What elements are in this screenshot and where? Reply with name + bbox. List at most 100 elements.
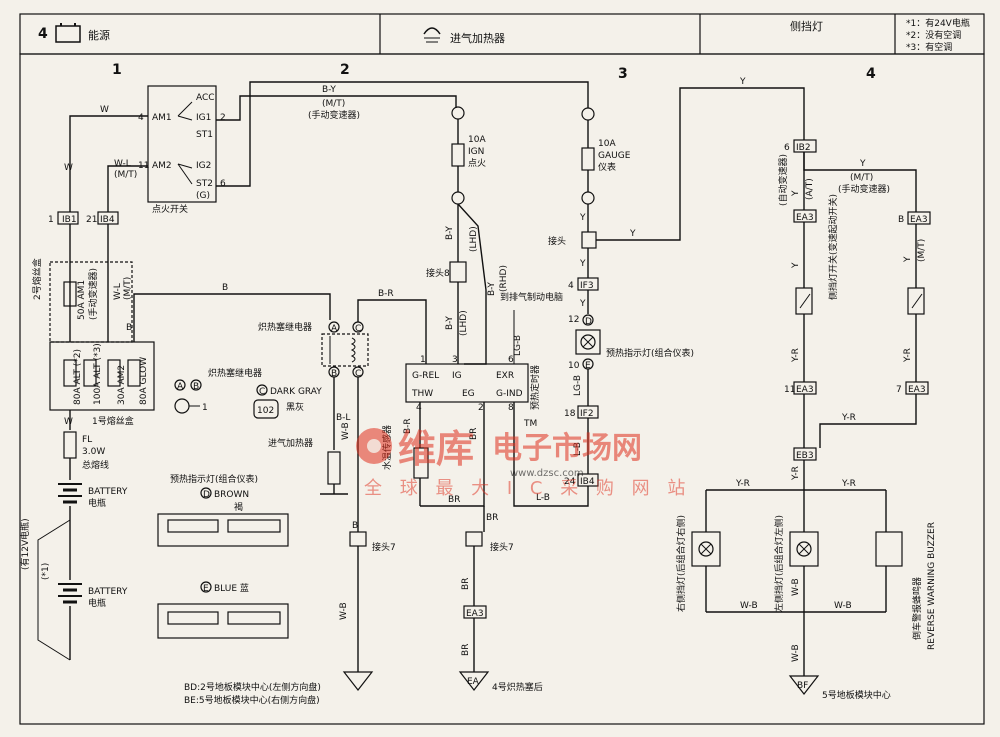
pin-number-4: 4 [138,113,144,123]
connector-if2-pin: 18 [564,409,576,419]
wire-label-w-3: W [64,417,73,427]
wire-label-by-2: B-Y [487,282,497,296]
side-lamp-switch-label: 侧挡灯开关(变速起动开关) [827,194,839,300]
fuse-box-1-label: 1号熔丝盒 [92,415,134,427]
battery-1-label: BATTERY [88,487,128,497]
ground-bd-note: BD:2号地板模块中心(左侧方向盘) [184,681,321,693]
fuse-fl: FL [82,435,92,445]
battery-1: BATTERY 电瓶 [58,483,128,509]
column-2: 2 [340,62,350,78]
joint8-label: 接头8 [426,267,450,279]
connector-ib4-b-pin: 24 [564,477,576,487]
wire-label-y-6: Y [859,159,866,169]
manual-label: (手动变速器) [838,183,890,195]
wire-label-br-5: BR [486,513,498,523]
fuse-alt-2: 80A ALT (*2) [73,349,83,405]
wire-label-wb-1: W-B [341,422,351,440]
wire-label-rhd: (RHD) [499,265,509,292]
ignition-switch: ACC IG1 ST1 IG2 ST2 AM1 AM2 (G) 点火开关 4 2… [138,85,226,215]
fuse-box-2: 2号熔丝盒 50A AM1 (手动变速器) W-L (M/T) [31,224,133,343]
connector-ib4: IB4 [100,215,115,225]
ground-ea-label: 4号炽热塞后 [492,681,543,693]
wire-label-y-5: Y [579,299,586,309]
pin-st2: ST2 [196,179,213,189]
header-side-lamp-label: 侧挡灯 [790,19,823,33]
legend-pin-b: B [193,382,199,392]
connector-ib1-pin: 1 [48,215,54,225]
wire-label-br-3: BR [469,428,479,440]
relay-legend: A B 炽热塞继电器 1 C DARK GRAY 102 黑灰 [174,367,322,419]
legend-pin-a: A [177,382,184,392]
intake-heater-label: 进气加热器 [268,437,313,449]
diagram-frame [19,53,985,725]
wire-label-yr-2: Y-R [903,348,913,363]
connector-ea3-3: EA3 [910,215,928,225]
preheat-lamp-connector-e: E BLUE 蓝 [157,581,289,639]
column-4: 4 [866,66,876,82]
connector-if3: IF3 [580,281,594,291]
wire-label-y-4: Y [579,259,586,269]
watermark: 维库 电子市场网 TM www.dzsc.com 全 球 最 大 I C 采 购… [356,419,691,499]
wire-label-br-7: BR [461,644,471,656]
wire-label-bl: B-L [336,413,350,423]
fuse-ign-rating: 10A [468,135,486,145]
dark-gray-label: DARK GRAY [270,387,322,397]
legend-pin-c: C [259,387,265,397]
glow-relay: 炽热塞继电器 A C B C [258,321,369,379]
note1-label: (*1) [41,563,51,580]
watermark-url: www.dzsc.com [510,468,584,479]
buzzer-cn-label: 倒车警报蜂鸣器 [911,577,923,640]
wire-label-by-top: B-Y [322,85,336,95]
timer-num-8: 8 [508,403,514,413]
header: 4 能源 进气加热器 侧挡灯 *1：有24V电瓶 *2：没有空调 *3：有空调 [19,13,985,55]
reverse-buzzer: 倒车警报蜂鸣器 REVERSE WARNING BUZZER [875,522,937,650]
wire-label-y-1: Y [579,213,586,223]
lamp-pin-e: E [585,361,591,371]
fuse-gauge-rating: 10A [598,139,616,149]
timer-pin-gind: G-IND [496,389,523,399]
fuse-ign-label: 点火 [468,158,486,169]
pin-am1: AM1 [152,113,172,123]
pin-number-6: 6 [220,179,226,189]
connector-ea3-4: EA3 [796,385,814,395]
ground-be-note: BE:5号地板模块中心(右侧方向盘) [184,694,320,706]
pin-number-2: 2 [220,113,226,123]
connector-ib4-b: IB4 [580,477,595,487]
timer-num-1: 1 [420,355,426,365]
lamp-pin-10: 10 [568,361,580,371]
wire-label-b-top: B [222,283,228,293]
auto-label: (自动变速器) [777,154,789,206]
dark-gray-cn-label: 黑灰 [286,401,304,413]
fuse-fl-label: 总熔线 [82,459,109,471]
ground-bf-label: 5号地板模块中心 [822,689,891,701]
connector-ib2-pin: 6 [784,143,790,153]
wire-label-yr-5: Y-R [735,479,750,489]
connector-if3-pin: 4 [568,281,574,291]
watermark-brand: 维库 [398,427,474,471]
fuse-fl-rating: 3.0W [82,447,105,457]
brown-label: BROWN [214,490,249,500]
fuse-am2: 30A AM2 [117,365,127,405]
wire-label-b-3: B [352,521,358,531]
joint-label: 接头 [548,235,566,247]
battery-2-label: BATTERY [88,587,128,597]
pin-st1: ST1 [196,130,213,140]
pin-acc: ACC [196,93,215,103]
left-lamp-label: 左侧挡灯(后组合灯左侧) [773,515,785,612]
battery-2-label-cn: 电瓶 [88,597,106,609]
heater-icon [423,27,441,43]
fuse-am1: 50A AM1 [77,280,87,320]
wire-label-mt-5: (M/T) [917,239,927,262]
watermark-slogan: 全 球 最 大 I C 采 购 网 站 [364,478,691,499]
header-power-label: 能源 [88,28,110,42]
wire-label-y-8: Y [791,262,801,269]
fuse-box-1: 80A ALT (*2) 100A ALT (*3) 30A AM2 80A G… [49,341,155,427]
note-2: *2：没有空调 [906,29,961,41]
wire-label-wb-4: W-B [834,601,852,611]
relay-pin-c-top: C [355,324,361,334]
wire-label-yr-4: Y-R [791,466,801,481]
connector-ea3-4-pin: 11 [784,385,795,395]
wire-label-b-ea3: B [898,215,904,225]
wire-label-wb-2: W-B [339,602,349,620]
